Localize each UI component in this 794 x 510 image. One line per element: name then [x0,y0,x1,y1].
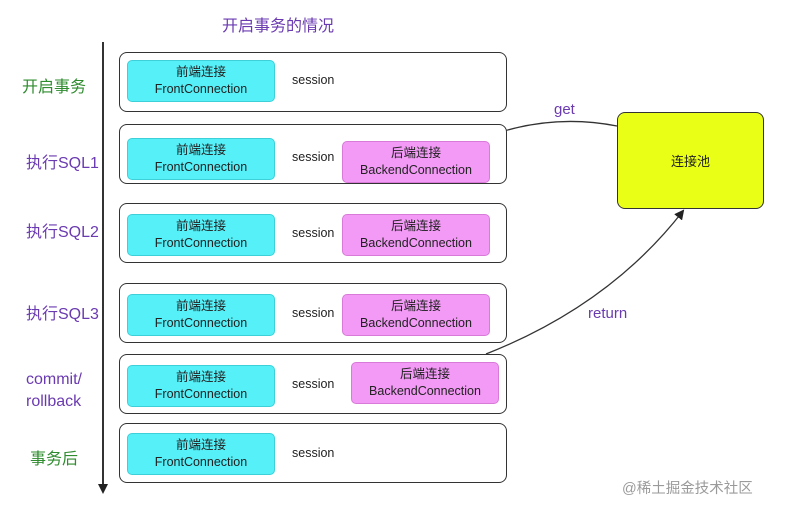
return-arrow [485,209,685,355]
backend-connection-box: 后端连接 BackendConnection [342,141,490,183]
backend-connection-box: 后端连接 BackendConnection [342,294,490,336]
front-connection-cn: 前端连接 [175,65,226,79]
front-connection-en: FrontConnection [154,160,248,174]
backend-connection-en: BackendConnection [369,384,481,398]
backend-connection-en: BackendConnection [360,316,472,330]
phase-label-sql2: 执行SQL2 [26,224,99,241]
backend-connection-cn: 后端连接 [390,146,441,160]
front-connection-en: FrontConnection [154,236,248,250]
front-connection-box: 前端连接 FrontConnection [127,214,275,256]
front-connection-box: 前端连接 FrontConnection [127,433,275,475]
session-label: session [292,73,335,87]
front-connection-cn: 前端连接 [175,219,226,233]
get-edge-label: get [554,101,575,118]
session-label: session [292,306,335,320]
front-connection-cn: 前端连接 [175,438,226,452]
diagram-title: 开启事务的情况 [222,18,335,35]
phase-row-begin: 前端连接 FrontConnection session [119,52,507,112]
backend-connection-cn: 后端连接 [390,299,441,313]
session-label: session [292,150,335,164]
phase-row-sql3: 前端连接 FrontConnection session 后端连接 Backen… [119,283,507,343]
session-label: session [292,446,335,460]
connection-pool-box: 连接池 [617,112,764,209]
backend-connection-en: BackendConnection [360,163,472,177]
watermark: @稀土掘金技术社区 [622,481,753,497]
front-connection-box: 前端连接 FrontConnection [127,60,275,102]
backend-connection-en: BackendConnection [360,236,472,250]
phase-label-begin: 开启事务 [22,79,87,96]
backend-connection-cn: 后端连接 [399,367,450,381]
front-connection-cn: 前端连接 [175,143,226,157]
phase-label-sql3: 执行SQL3 [26,306,99,323]
front-connection-en: FrontConnection [154,455,248,469]
phase-label-commit-line1: commit/ [26,371,82,388]
front-connection-en: FrontConnection [154,82,248,96]
return-edge-label: return [588,305,628,322]
backend-connection-box: 后端连接 BackendConnection [342,214,490,256]
phase-row-commit: 前端连接 FrontConnection session 后端连接 Backen… [119,354,507,414]
phase-label-sql1: 执行SQL1 [26,155,99,172]
front-connection-cn: 前端连接 [175,370,226,384]
front-connection-box: 前端连接 FrontConnection [127,294,275,336]
phase-row-sql1: 前端连接 FrontConnection session 后端连接 Backen… [119,124,507,184]
phase-row-sql2: 前端连接 FrontConnection session 后端连接 Backen… [119,203,507,263]
phase-label-commit: commit/ rollback [26,369,82,413]
front-connection-box: 前端连接 FrontConnection [127,138,275,180]
session-label: session [292,226,335,240]
session-label: session [292,377,335,391]
phase-row-after: 前端连接 FrontConnection session [119,423,507,483]
connection-pool-label: 连接池 [670,154,710,169]
backend-connection-cn: 后端连接 [390,219,441,233]
front-connection-box: 前端连接 FrontConnection [127,365,275,407]
front-connection-cn: 前端连接 [175,299,226,313]
phase-label-after: 事务后 [30,451,79,468]
phase-label-commit-line2: rollback [26,393,82,410]
front-connection-en: FrontConnection [154,387,248,401]
front-connection-en: FrontConnection [154,316,248,330]
backend-connection-box: 后端连接 BackendConnection [351,362,499,404]
